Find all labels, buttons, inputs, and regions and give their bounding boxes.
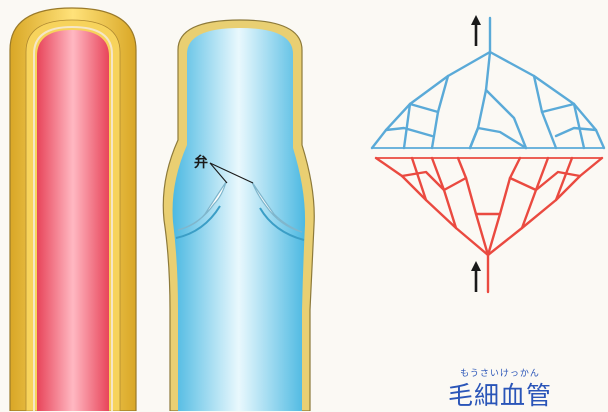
- arrow-up-icon: [471, 15, 481, 46]
- artery-lumen: [37, 30, 109, 411]
- valve-label: 弁: [194, 154, 208, 171]
- capillary-venous: [372, 18, 604, 148]
- capillary-network: [372, 18, 604, 292]
- artery: [10, 8, 136, 411]
- capillary-arterial: [376, 158, 602, 292]
- vein-lumen: [173, 28, 306, 411]
- vein: [163, 20, 314, 411]
- capillary-caption: 毛細血管: [446, 376, 554, 412]
- arrow-up-icon: [471, 261, 481, 292]
